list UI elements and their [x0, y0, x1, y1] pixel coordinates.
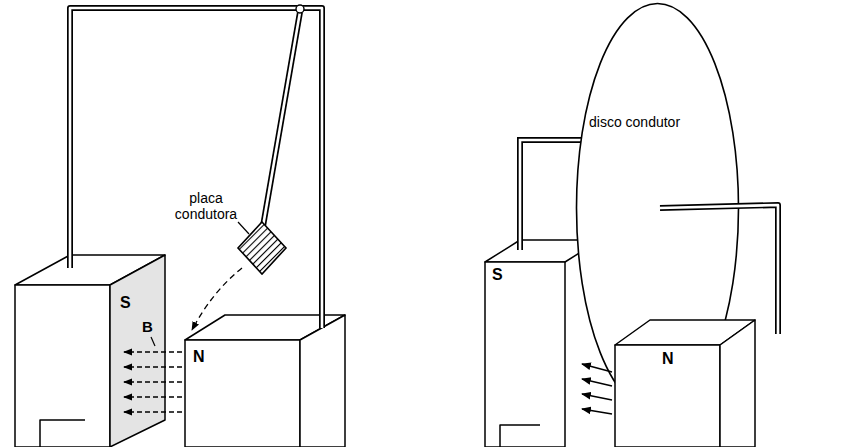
pendulum-frame [70, 5, 322, 328]
magnet-left-figure [15, 255, 345, 447]
leader-line [151, 337, 155, 346]
field-lines [124, 352, 182, 412]
field-lines [582, 364, 612, 414]
pole-label: S [492, 266, 503, 284]
pole-label: N [662, 350, 674, 368]
disc-shape [577, 4, 739, 413]
pole-label: N [193, 348, 205, 366]
swing-path [192, 268, 242, 330]
field-label: B [142, 318, 153, 335]
plate-label: placa condutora [168, 190, 244, 222]
conducting-plate [238, 222, 286, 274]
pole-label: S [120, 294, 131, 312]
disc-label: disco condutor [589, 114, 681, 131]
disc-outline [575, 2, 740, 414]
leader-line [238, 222, 249, 234]
conducting-disc: disco condutor [575, 2, 740, 414]
